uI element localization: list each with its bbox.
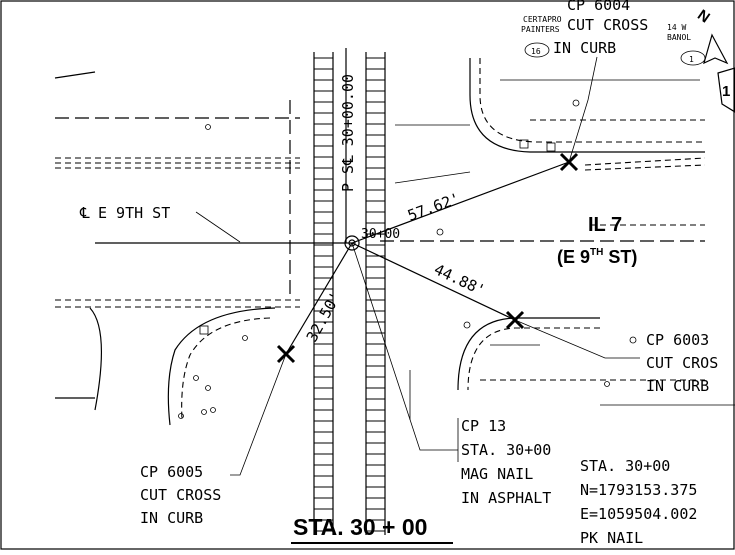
centerline-street: E 9TH ST [98,204,170,222]
tie-line-cp6003 [351,242,516,321]
north-arrow: N 1 [694,6,735,113]
center-point-marker [344,235,360,251]
tie-line-cp6005 [285,242,353,355]
centerline-label: ℄ E 9TH ST [79,204,170,222]
station-line-3: E=1059504.002 [580,505,697,523]
leader-cp13 [351,242,458,451]
street-name: (E 9TH ST) [557,247,637,267]
cp6004-line-1: CP 6004 [567,0,630,14]
station-line-4: PK NAIL [580,529,643,547]
cross-mark-cp6004 [559,152,579,172]
cross-mark-cp6003 [505,310,525,330]
address-number-partial: 1 [689,55,694,64]
cp6003-line-2: CUT CROS [646,354,718,372]
station-line-2: N=1793153.375 [580,481,697,499]
route-shield-number: 1 [722,83,730,100]
leader-centerline-label [195,211,241,243]
cp6005-line-3: IN CURB [140,509,203,527]
control-point-marks [276,152,579,364]
cp6005-line-2: CUT CROSS [140,486,221,504]
cp6003-label: CP 6003 CUT CROS IN CURB [646,331,718,395]
cross-mark-cp6005 [276,344,296,364]
address-bubble-partial [680,50,706,66]
cp6004-line-3: IN CURB [553,39,616,57]
cp6003-line-1: CP 6003 [646,331,709,349]
address-number: 16 [531,47,541,56]
leader-cp6005 [230,353,287,476]
cp13-line-4: IN ASPHALT [461,489,551,507]
route-shield-icon [717,67,735,113]
north-letter: N [694,6,713,26]
title-text: STA. 30 + 00 [293,514,427,540]
cp13-line-2: STA. 30+00 [461,441,551,459]
cp6005-label: CP 6005 CUT CROSS IN CURB [140,463,221,527]
business-name-2: PAINTERS [521,25,560,34]
map-symbols [178,99,637,419]
station-coordinates: STA. 30+00 N=1793153.375 E=1059504.002 P… [580,457,697,547]
cp13-line-1: CP 13 [461,417,506,435]
cp13-label: CP 13 STA. 30+00 MAG NAIL IN ASPHALT [457,417,551,507]
business-name-4: BANOL [667,33,691,42]
cp6004-line-2: CUT CROSS [567,16,648,34]
business-name-1: CERTAPRO [523,15,562,24]
cp6003-line-3: IN CURB [646,377,709,395]
cp6004-label: CP 6004 CUT CROSS IN CURB 16 1 CERTAPRO … [521,0,706,66]
station-line-1: STA. 30+00 [580,457,670,475]
leader-cp6004 [568,56,598,163]
vertical-centerline-label: P S℄ 30+00.00 [339,74,357,192]
street-name-block: IL 7 (E 9TH ST) [557,214,637,267]
tie-line-cp6004 [351,161,570,244]
cp13-line-3: MAG NAIL [461,465,533,483]
curb-returns [55,58,705,426]
address-bubble-16 [524,42,550,58]
distance-cp6005: 32.50' [303,289,345,345]
road-edges [54,71,735,420]
survey-tie-lines [95,48,640,476]
leader-cp6003 [514,319,640,359]
centerline-symbol: ℄ [79,204,90,222]
business-name-3: 14 W [667,23,686,32]
cp6005-line-1: CP 6005 [140,463,203,481]
drawing-title: STA. 30 + 00 [291,514,453,544]
center-point-station: 30+00 [361,227,400,242]
distance-cp6004: 57.62' [405,189,462,224]
route-name: IL 7 [588,214,622,236]
